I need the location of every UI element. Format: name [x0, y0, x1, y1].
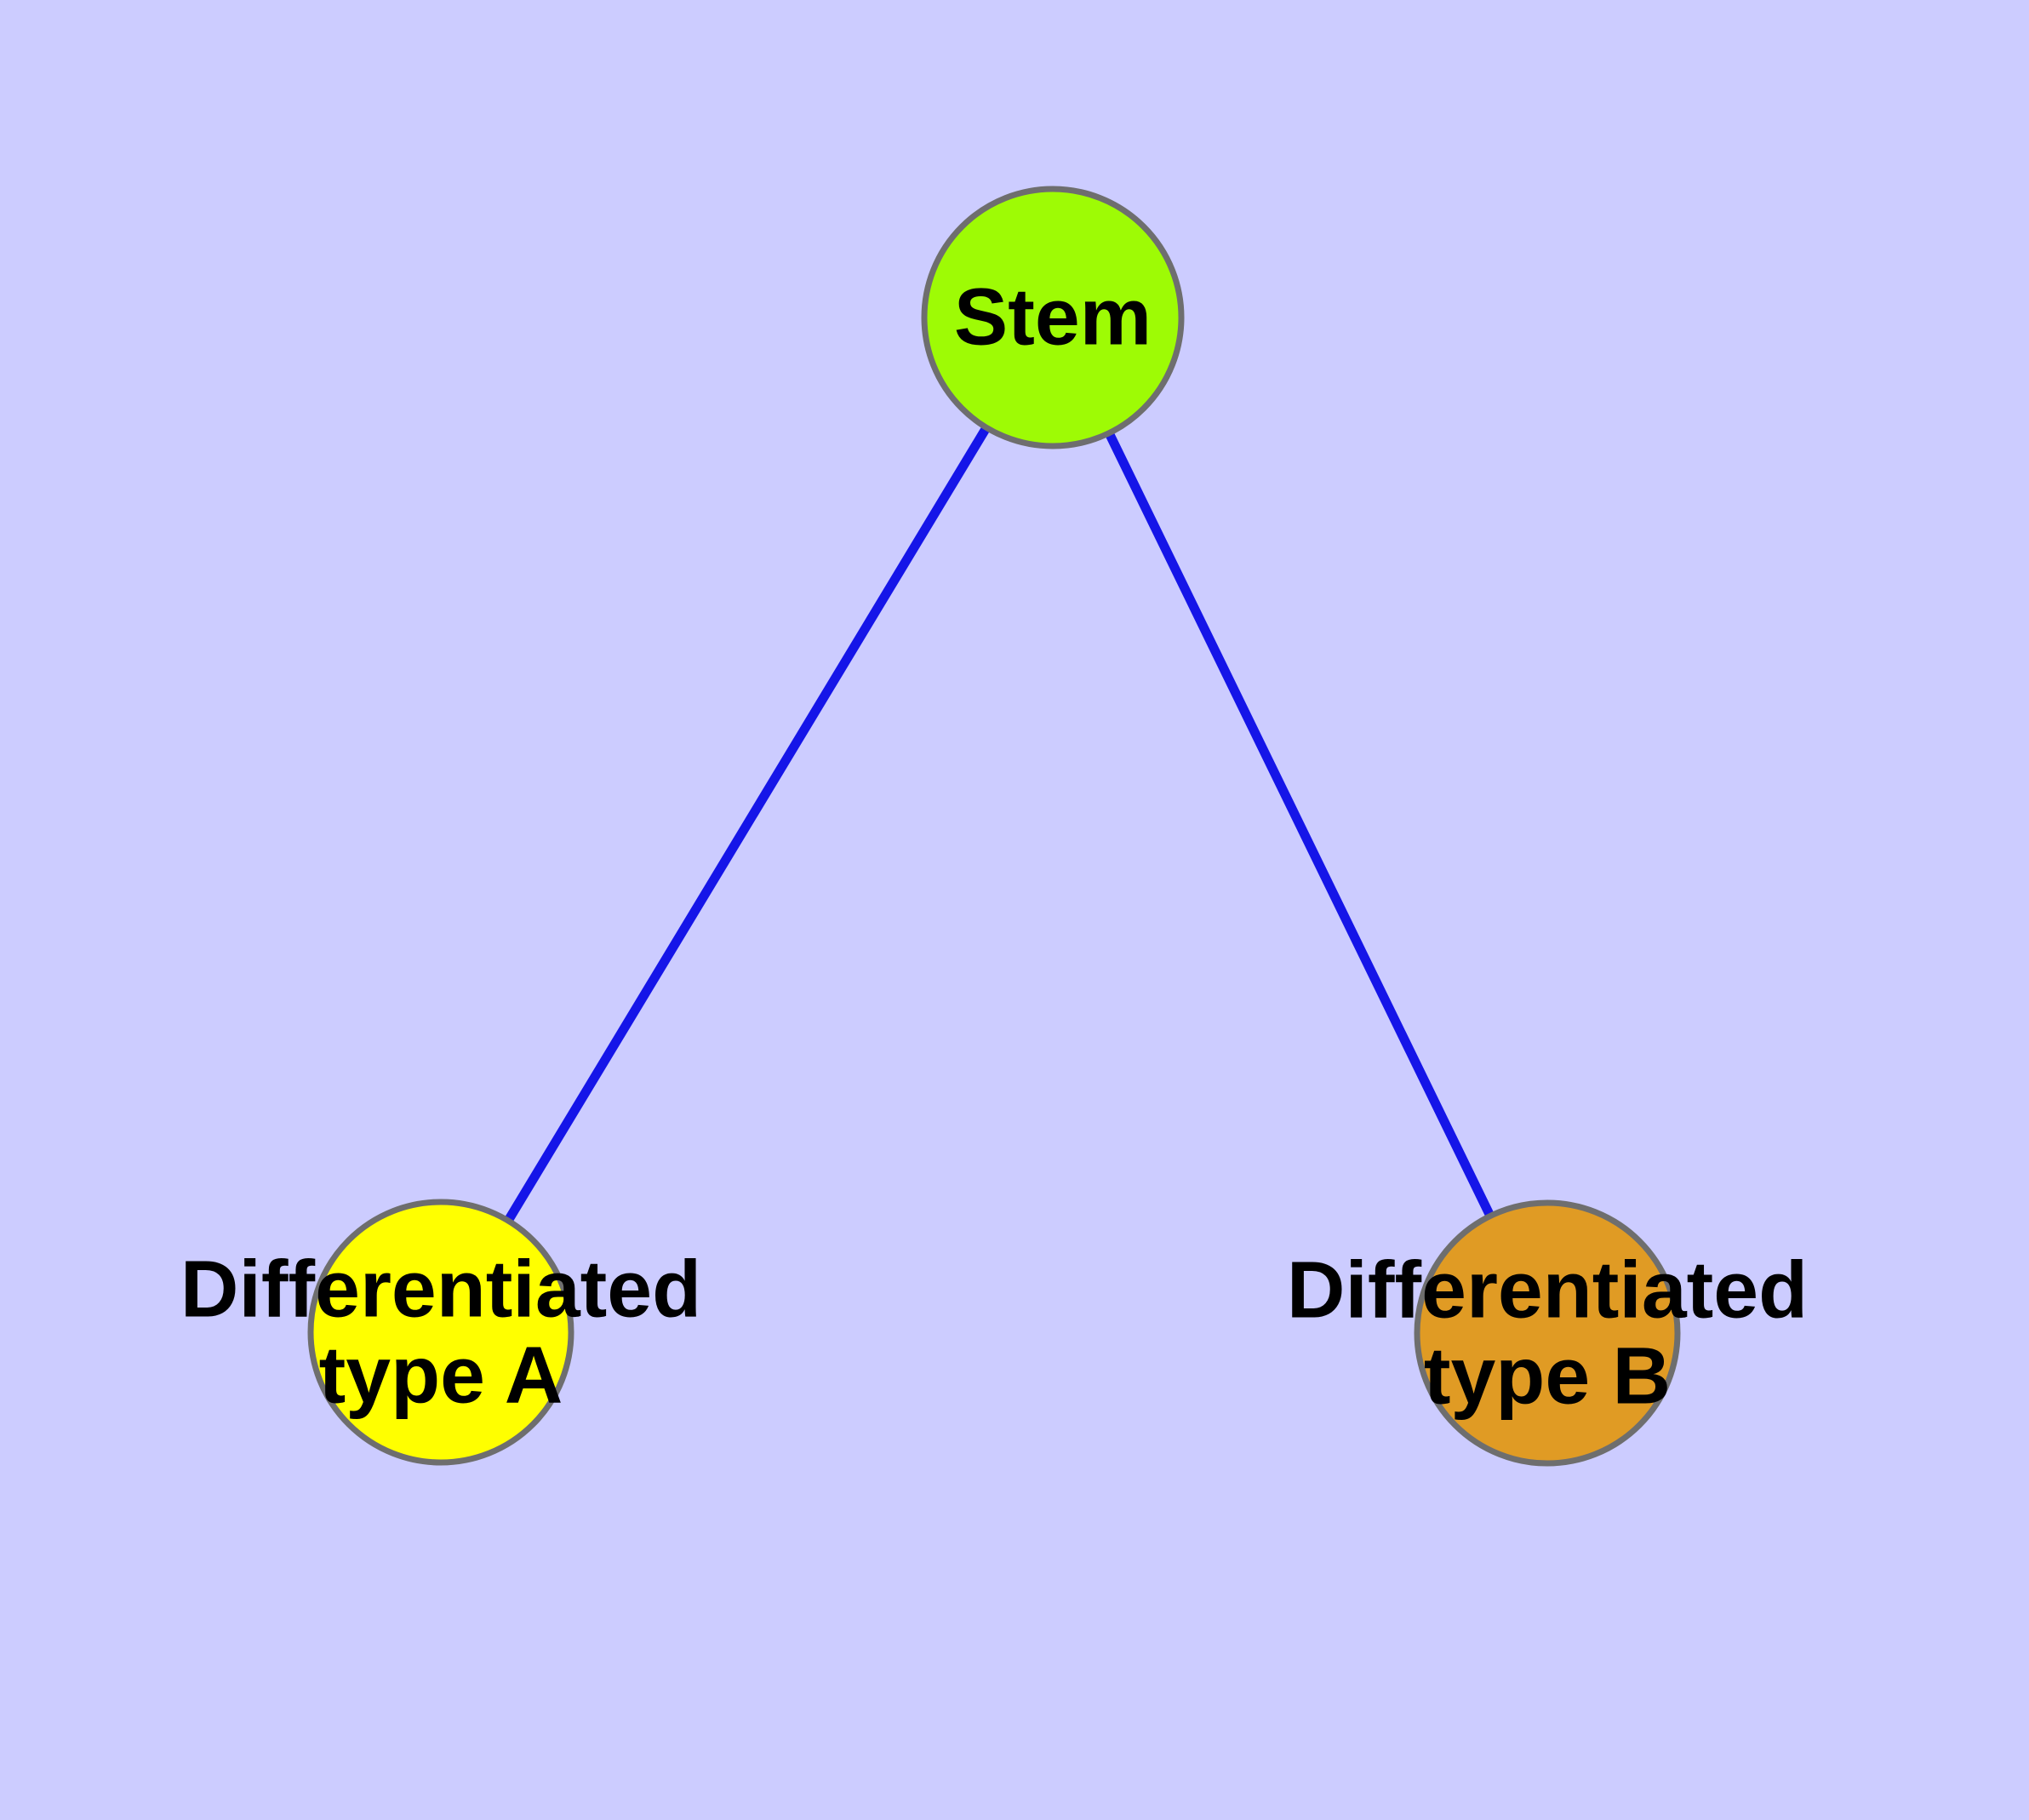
- edge-stem-to-differentiated-type-a[interactable]: [437, 315, 1057, 1335]
- edge-layer: [437, 315, 1552, 1336]
- node-differentiated-type-a[interactable]: [307, 1199, 574, 1466]
- edge-stem-to-differentiated-type-b[interactable]: [1049, 315, 1552, 1336]
- node-stem[interactable]: [921, 186, 1185, 449]
- node-differentiated-type-b[interactable]: [1414, 1199, 1681, 1467]
- node-layer: [307, 186, 1681, 1467]
